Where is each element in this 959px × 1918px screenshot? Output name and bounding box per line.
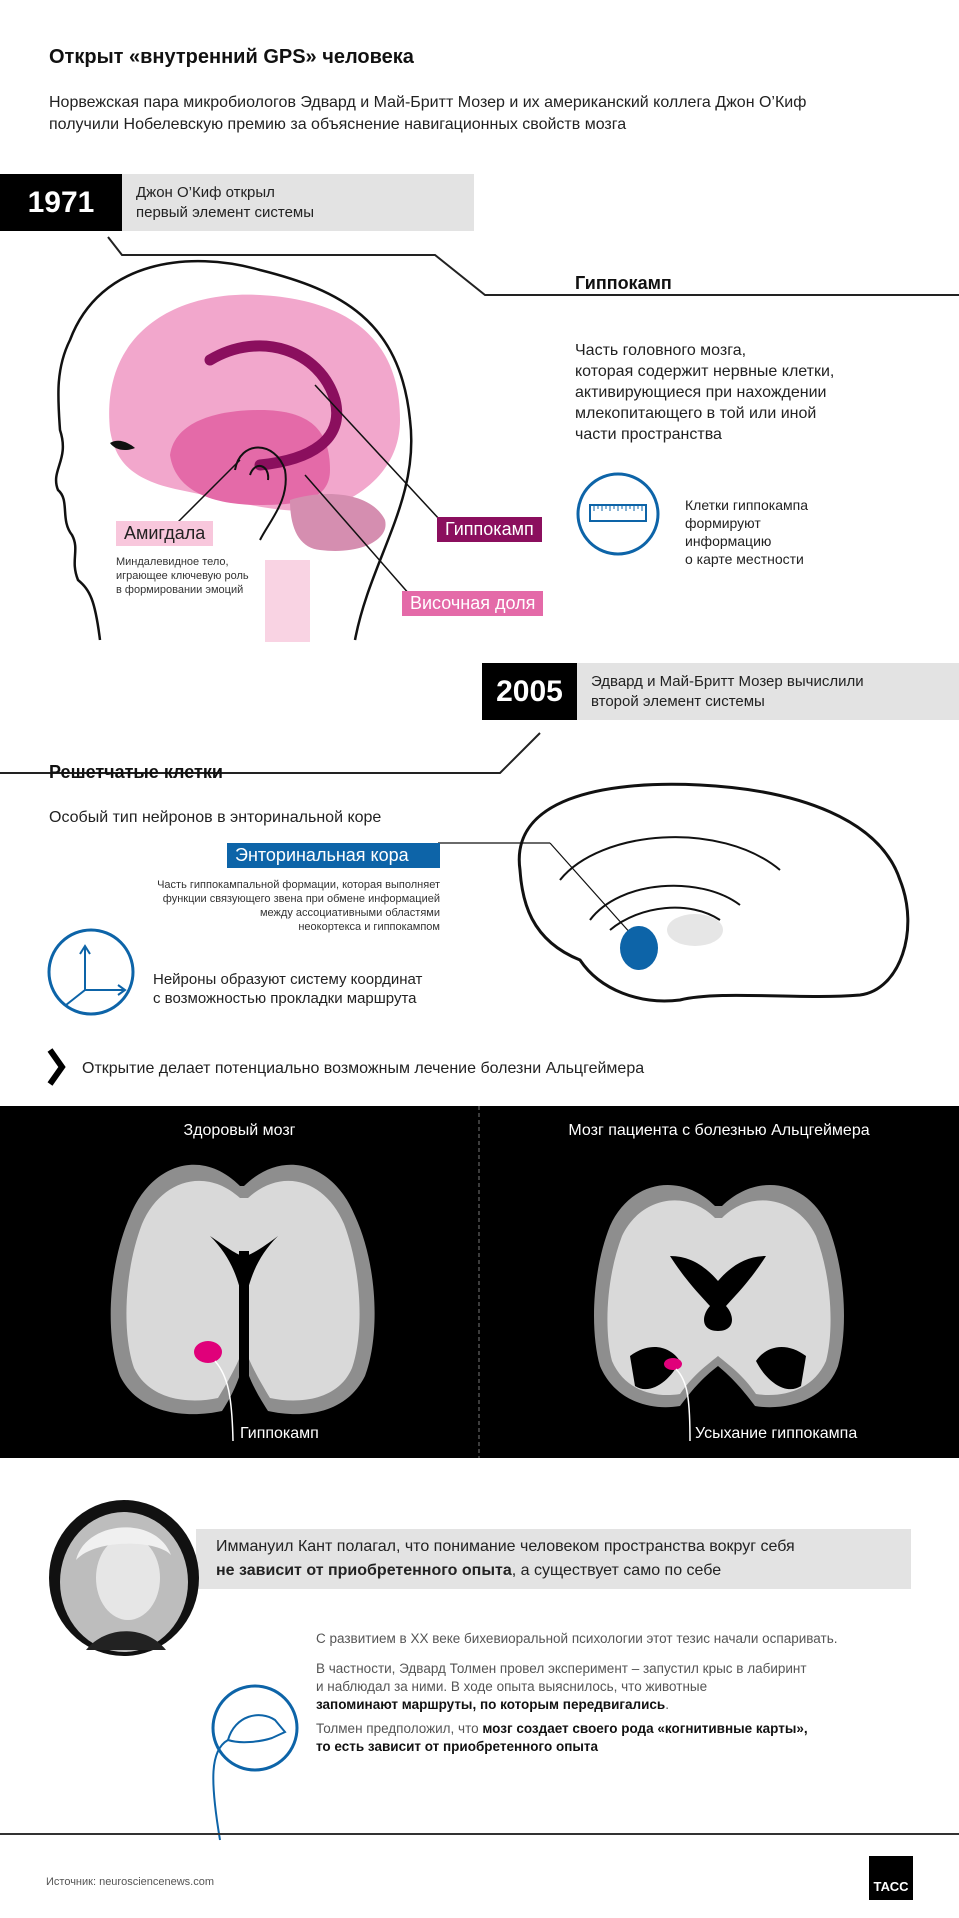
desc-line: играющее ключевую роль [116, 570, 249, 582]
year-badge: 2005 [482, 663, 577, 720]
rat-icon [211, 1684, 299, 1841]
paragraph-line: и наблюдал за ними. В ходе опыта выяснил… [316, 1679, 708, 1694]
desc-line: млекопитающего в той или иной [575, 405, 817, 422]
axes-caption: Нейроны образуют систему координат с воз… [153, 970, 422, 1008]
entorhinal-description: Часть гиппокампальной формации, которая … [100, 878, 440, 934]
amygdala-description: Миндалевидное тело, играющее ключевую ро… [116, 555, 249, 597]
connector-line-2005 [0, 732, 541, 774]
temporal-lobe [170, 410, 330, 505]
quote-line: не зависит от приобретенного опыта, а су… [216, 1559, 916, 1583]
subtitle-line: Норвежская пара микробиологов Эдвард и М… [49, 94, 807, 111]
quote-end: , а существует само по себе [511, 1562, 722, 1579]
entorhinal-marker [620, 926, 658, 970]
kant-portrait [49, 1500, 199, 1656]
patient-brain-title: Мозг пациента с болезнью Альцгеймера [568, 1122, 870, 1139]
healthy-hippocampus-label: Гиппокамп [240, 1425, 319, 1442]
punct: . [665, 1697, 669, 1712]
paragraph-line: запоминают маршруты, по которым передвиг… [316, 1696, 936, 1714]
milestone-line: Эдвард и Май-Бритт Мозер вычислили [591, 672, 864, 690]
milestone-line: второй элемент системы [591, 692, 765, 710]
kant-quote: Иммануил Кант полагал, что понимание чел… [216, 1535, 916, 1583]
milestone-text: Джон О’Киф открыл первый элемент системы [122, 183, 314, 223]
desc-line: неокортекса и гиппокампом [298, 921, 440, 933]
paragraph-line: то есть зависит от приобретенного опыта [316, 1738, 936, 1756]
source-text: Источник: neurosciencenews.com [46, 1876, 215, 1888]
coordinate-axes-icon [47, 928, 135, 1016]
shrinking-hippocampus-label: Усыхание гиппокампа [695, 1425, 858, 1442]
desc-line: между ассоциативными областями [259, 907, 440, 919]
milestone-line: Джон О’Киф открыл [136, 183, 275, 201]
hippocampus-marker [194, 1341, 222, 1363]
desc-line: Часть гиппокампальной формации, которая … [157, 879, 440, 891]
milestone-2005: 2005 Эдвард и Май-Бритт Мозер вычислили … [482, 663, 959, 720]
desc-line: Часть головного мозга, [575, 342, 747, 359]
tass-logo: ТАСС [869, 1856, 913, 1900]
medial-brain-illustration [438, 782, 910, 1003]
quote-emphasis: не зависит от приобретенного опыта [216, 1562, 512, 1579]
emphasis: мозг создает своего рода «когнитивные ка… [482, 1721, 808, 1736]
subtitle-line: получили Нобелевскую премию за объяснени… [49, 116, 627, 133]
coronal-brains [110, 1106, 844, 1458]
connector-line-1971 [107, 236, 959, 296]
desc-line: функции связующего звена при обмене инфо… [162, 893, 440, 905]
caption-line: с возможностью прокладки маршрута [153, 990, 417, 1007]
emphasis: то есть зависит от приобретенного опыта [316, 1739, 599, 1754]
year-badge: 1971 [0, 174, 122, 231]
desc-line: части пространства [575, 426, 722, 443]
desc-line: которая содержит нервные клетки, [575, 363, 835, 380]
milestone-line: первый элемент системы [136, 203, 315, 221]
emphasis: запоминают маршруты, по которым передвиг… [316, 1697, 666, 1712]
caption-line: информацию [685, 533, 772, 549]
healthy-brain-illustration [110, 1164, 375, 1442]
text: Толмен предположил, что [316, 1721, 483, 1736]
kant-quote-bar [196, 1529, 911, 1589]
eye [110, 440, 135, 451]
desc-line: активирующиеся при нахождении [575, 384, 827, 401]
milestone-text: Эдвард и Май-Бритт Мозер вычислили второ… [577, 672, 864, 712]
healthy-brain-title: Здоровый мозг [183, 1122, 296, 1139]
caption-line: о карте местности [685, 551, 804, 567]
caption-line: Клетки гиппокампа [685, 497, 808, 513]
alzheimer-brain-illustration [594, 1184, 844, 1442]
tolman-text: С развитием в XX веке бихевиоральной пси… [316, 1630, 936, 1756]
quote-line: Иммануил Кант полагал, что понимание чел… [216, 1538, 795, 1555]
hippocampus-label: Гиппокамп [437, 517, 542, 542]
temporal-lobe-label: Височная доля [402, 591, 544, 616]
paragraph-line: Толмен предположил, что мозг создает сво… [316, 1720, 936, 1738]
ruler-icon [576, 472, 660, 556]
paragraph: С развитием в XX веке бихевиоральной пси… [316, 1631, 838, 1646]
cerebellum [290, 494, 386, 551]
hippocampus-shape [204, 340, 343, 471]
entorhinal-cortex-label: Энторинальная кора [227, 843, 440, 868]
ear [234, 446, 287, 541]
grid-cells-heading: Решетчатые клетки [49, 762, 223, 782]
hippocampus-description: Часть головного мозга, которая содержит … [575, 340, 834, 445]
page-subtitle: Норвежская пара микробиологов Эдвард и М… [49, 92, 929, 136]
chevron-right-icon [47, 1048, 66, 1086]
milestone-1971: 1971 Джон О’Киф открыл первый элемент си… [0, 174, 474, 231]
hippocampus-marker [664, 1358, 682, 1370]
paragraph-line: В частности, Эдвард Толмен провел экспер… [316, 1661, 807, 1676]
hippocampus-heading: Гиппокамп [575, 273, 672, 293]
desc-line: Миндалевидное тело, [116, 556, 229, 568]
caption-line: формируют [685, 515, 761, 531]
conclusion-text: Открытие делает потенциально возможным л… [82, 1060, 645, 1077]
ruler-caption: Клетки гиппокампа формируют информацию о… [685, 496, 808, 568]
amygdala-label: Амигдала [116, 521, 214, 546]
illustration-layer [0, 236, 959, 1086]
caption-line: Нейроны образуют систему координат [153, 971, 423, 988]
page-title: Открыт «внутренний GPS» человека [49, 46, 414, 68]
footer-divider [0, 1833, 959, 1835]
grid-cells-description: Особый тип нейронов в энторинальной коре [49, 809, 382, 826]
desc-line: в формировании эмоций [116, 584, 244, 596]
